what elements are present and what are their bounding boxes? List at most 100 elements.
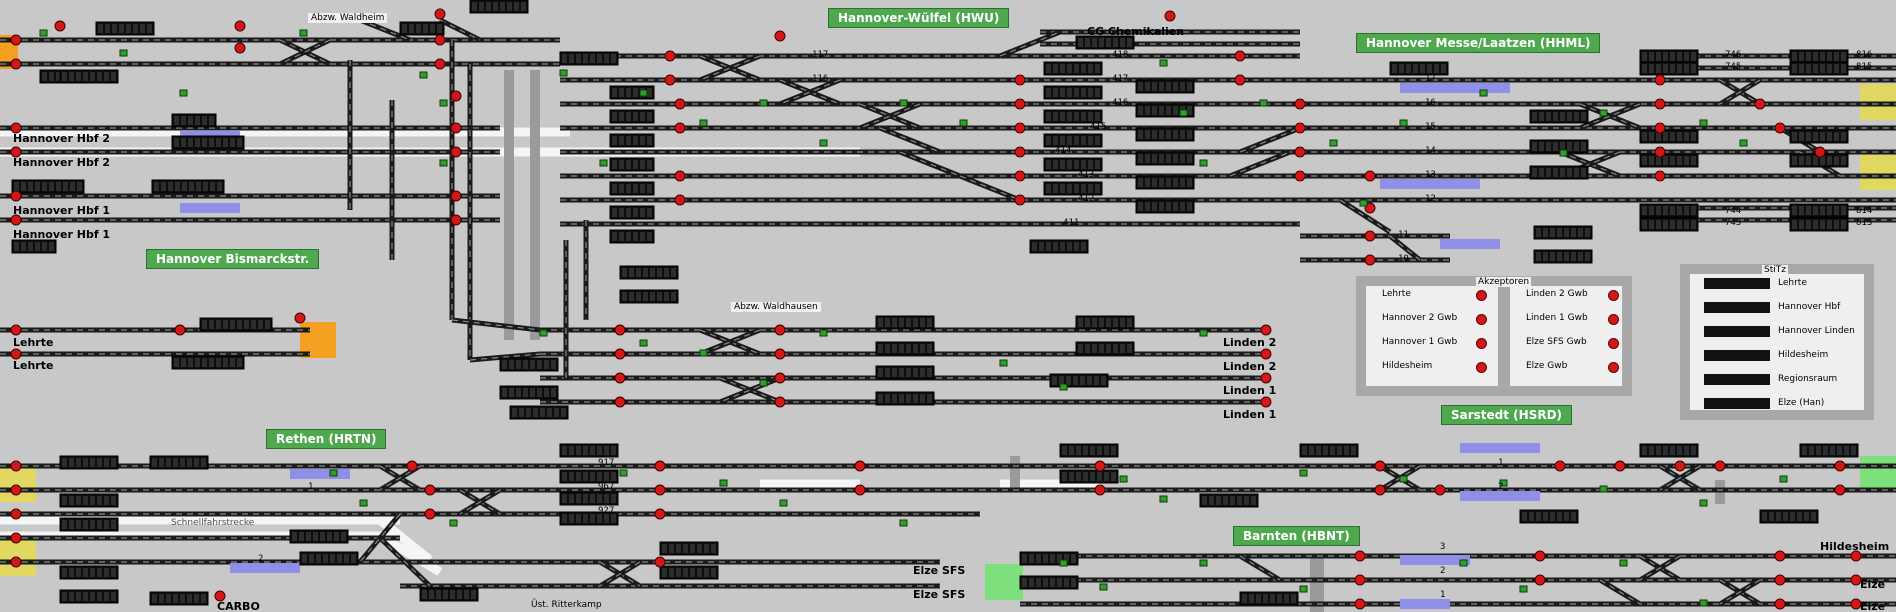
train-number-cell <box>69 592 74 601</box>
train-number-cell <box>69 520 74 529</box>
station-hhml[interactable]: Hannover Messe/Laatzen (HHML) <box>1356 33 1601 53</box>
station-hrtn[interactable]: Rethen (HRTN) <box>266 429 387 449</box>
label-elze-sfs-a: Elze SFS <box>913 564 966 577</box>
train-number-cell <box>104 568 109 577</box>
signal-icon <box>450 146 462 158</box>
track-no-745-a: 745 <box>1725 62 1742 72</box>
train-number-cell <box>1663 52 1668 61</box>
train-number-cell <box>69 496 74 505</box>
train-number-cell <box>604 446 609 455</box>
train-number-cell <box>83 520 88 529</box>
train-number-cell <box>1806 156 1811 165</box>
train-number-cell <box>629 292 634 301</box>
train-number-cell <box>1670 156 1675 165</box>
train-number-cell <box>147 24 152 33</box>
platform-bar <box>530 70 540 340</box>
train-number-cell <box>1691 132 1696 141</box>
train-number-cell <box>133 24 138 33</box>
track-circuit-indicator <box>819 329 828 337</box>
train-number-cell <box>1099 344 1104 353</box>
akzeptor-lamp[interactable] <box>1476 290 1487 301</box>
akzeptor-lamp[interactable] <box>1476 338 1487 349</box>
signal-icon <box>1364 230 1376 242</box>
train-number-cell <box>104 72 109 81</box>
train-number-cell <box>1806 132 1811 141</box>
station-hwu[interactable]: Hannover-Wülfel (HWU) <box>828 8 1010 28</box>
train-number-cell <box>583 514 588 523</box>
station-hbnt[interactable]: Barnten (HBNT) <box>1233 526 1360 546</box>
train-number-cell <box>1076 472 1081 481</box>
train-number-cell <box>1820 220 1825 229</box>
train-number-cell <box>140 24 145 33</box>
train-number-cell <box>166 594 171 603</box>
train-number-cell <box>569 54 574 63</box>
label-hbf2-b: Hannover Hbf 2 <box>13 156 111 169</box>
train-number-cell <box>1649 206 1654 215</box>
track-no-13: 13 <box>1425 170 1436 180</box>
train-number-cell <box>569 446 574 455</box>
train-number-cell <box>1029 554 1034 563</box>
train-number-cell <box>76 72 81 81</box>
label-ust-ritterkamp: Üst. Ritterkamp <box>531 600 602 610</box>
train-number-cell <box>640 112 645 121</box>
station-bismarck[interactable]: Hannover Bismarckstr. <box>146 249 320 269</box>
train-number-field <box>59 455 119 470</box>
train-number-cell <box>1677 446 1682 455</box>
train-number-cell <box>1166 130 1171 139</box>
label-linden1-b: Linden 1 <box>1223 408 1277 421</box>
akzeptor-lamp[interactable] <box>1476 314 1487 325</box>
track-no-815-a: 815 <box>1856 62 1873 72</box>
track-no-967: 967 <box>598 482 615 492</box>
train-number-cell <box>1820 132 1825 141</box>
train-number-cell <box>429 590 434 599</box>
train-number-field <box>1135 127 1195 142</box>
train-number-cell <box>201 594 206 603</box>
train-number-cell <box>633 208 638 217</box>
train-number-cell <box>1776 512 1781 521</box>
akzeptor-lamp[interactable] <box>1608 290 1619 301</box>
signal-icon <box>1260 348 1272 360</box>
train-number-cell <box>1529 512 1534 521</box>
train-number-cell <box>1060 136 1065 145</box>
train-number-field <box>509 405 569 420</box>
train-number-cell <box>1536 228 1541 237</box>
train-number-cell <box>159 594 164 603</box>
train-number-cell <box>1166 82 1171 91</box>
station-hsrd[interactable]: Sarstedt (HSRD) <box>1441 405 1573 425</box>
train-number-cell <box>633 88 638 97</box>
train-number-cell <box>502 388 507 397</box>
akzeptor-lamp[interactable] <box>1476 362 1487 373</box>
train-number-cell <box>1522 512 1527 521</box>
train-number-cell <box>523 388 528 397</box>
track-circuit-indicator <box>1699 599 1708 607</box>
akzeptor-lamp[interactable] <box>1608 338 1619 349</box>
train-number-cell <box>1827 206 1832 215</box>
train-number-cell <box>1073 376 1078 385</box>
train-number-cell <box>1067 136 1072 145</box>
train-number-cell <box>104 458 109 467</box>
train-number-cell <box>161 182 166 191</box>
signal-icon <box>1260 324 1272 336</box>
train-number-cell <box>471 590 476 599</box>
akzeptor-lamp[interactable] <box>1608 314 1619 325</box>
track-circuit-indicator <box>1159 59 1168 67</box>
train-number-cell <box>1244 496 1249 505</box>
signal-icon <box>1354 598 1366 610</box>
train-number-cell <box>1032 242 1037 251</box>
train-number-cell <box>892 344 897 353</box>
signal-icon <box>1754 98 1766 110</box>
train-number-cell <box>626 112 631 121</box>
train-number-cell <box>1145 130 1150 139</box>
occupied-section <box>1440 239 1500 249</box>
akzeptor-lamp[interactable] <box>1608 362 1619 373</box>
stitz-label: Lehrte <box>1778 278 1807 288</box>
train-number-cell <box>1441 64 1446 73</box>
signal-icon <box>1614 460 1626 472</box>
stitz-counter <box>1704 350 1770 361</box>
train-number-cell <box>1816 446 1821 455</box>
train-number-cell <box>472 2 477 11</box>
train-number-cell <box>409 24 414 33</box>
train-number-cell <box>521 2 526 11</box>
train-number-field <box>875 341 935 356</box>
train-number-cell <box>1092 318 1097 327</box>
